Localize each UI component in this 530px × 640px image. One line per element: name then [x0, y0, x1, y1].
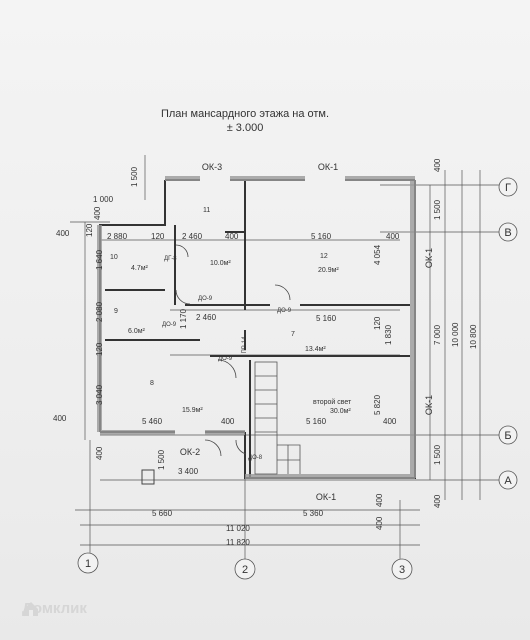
opening-ok2: ОК-2 [180, 447, 200, 457]
dim-5360: 5 360 [303, 509, 324, 518]
dim-120-c: 120 [373, 316, 382, 330]
dim-top-400: 400 [93, 206, 102, 220]
dim-400-left-lower: 400 [53, 414, 67, 423]
opening-dg8: ДГ-8 [164, 256, 177, 262]
dim-top-1000: 1 000 [93, 195, 114, 204]
dim-1830: 1 830 [384, 324, 393, 345]
axis-label-3: 3 [399, 564, 405, 576]
opening-ok1-bottom: ОК-1 [316, 492, 336, 502]
room-9-area: 6.0м² [128, 328, 146, 335]
dim-3040: 3 040 [95, 384, 104, 405]
dim-top-1500: 1 500 [130, 166, 139, 187]
dim-right-7000: 7 000 [433, 324, 442, 345]
door-swings [175, 244, 291, 457]
axis-label-b: Б [504, 430, 511, 442]
opening-do8: ДО-8 [248, 455, 263, 461]
dim-right-1500-top: 1 500 [433, 199, 442, 220]
room-9-num: 9 [114, 308, 118, 315]
opening-do9-b: ДО-9 [277, 308, 292, 314]
dim-2080: 2 080 [95, 301, 104, 322]
dim-11820: 11 820 [226, 538, 250, 547]
dim-5160-c: 5 160 [306, 417, 327, 426]
dim-400-inner-right: 400 [383, 417, 397, 426]
room-10-num: 10 [110, 254, 118, 261]
dim-5160-b: 5 160 [316, 314, 337, 323]
column-marker [141, 469, 155, 485]
room-second-light-area: 30.0м² [330, 408, 351, 415]
room-12-num: 12 [320, 253, 328, 260]
dim-2460-b: 2 460 [196, 313, 217, 322]
staircase [254, 361, 301, 475]
dim-120-d: 120 [95, 342, 104, 356]
opening-do9-d: ДО-9 [218, 356, 233, 362]
domclick-watermark: Домклик [22, 600, 87, 617]
dim-3400: 3 400 [178, 467, 199, 476]
axis-label-g: Г [505, 182, 511, 194]
dim-right-10000: 10 000 [451, 322, 460, 347]
room-8-area: 15.9м² [182, 407, 203, 414]
dim-120-a: 120 [151, 232, 165, 241]
dim-400-bottom-right: 400 [375, 493, 384, 507]
opening-do9-a: ДО-9 [198, 296, 213, 302]
opening-ok3: ОК-3 [202, 162, 222, 172]
axis-label-2: 2 [242, 564, 248, 576]
axis-bubbles [77, 177, 518, 580]
dim-400-inner: 400 [221, 417, 235, 426]
dim-5820: 5 820 [373, 394, 382, 415]
room-7-num: 7 [291, 331, 295, 338]
dim-11020: 11 020 [226, 524, 250, 533]
opening-ok1-top: ОК-1 [318, 162, 338, 172]
watermark-text: Домклик [22, 600, 87, 617]
dim-400-bottom-corner: 400 [375, 516, 384, 530]
plan-elevation: ± 3.000 [226, 122, 264, 134]
dim-5160-a: 5 160 [311, 232, 332, 241]
axis-label-v: В [504, 227, 511, 239]
opening-ok1-right-lower: ОК-1 [424, 395, 434, 415]
plan-title: План мансардного этажа на отм. [160, 108, 330, 120]
wall-hatching [97, 176, 416, 479]
dim-2460-a: 2 460 [182, 232, 203, 241]
dim-right-400-bottom: 400 [433, 494, 442, 508]
room-12-area: 20.9м² [318, 267, 339, 274]
dim-right-1500-bottom: 1 500 [433, 444, 442, 465]
dim-120-b: 120 [85, 223, 94, 237]
room-second-light-name: второй свет [313, 398, 352, 406]
dim-5460: 5 460 [142, 417, 163, 426]
axis-label-a: А [504, 475, 512, 487]
dim-right-400-top: 400 [433, 158, 442, 172]
room-8-num: 8 [150, 380, 154, 387]
dim-4054: 4 054 [373, 244, 382, 265]
dimension-lines [70, 155, 500, 560]
room-11-num: 11 [203, 207, 210, 214]
dim-1640: 1 640 [95, 249, 104, 270]
dim-400-mid: 400 [225, 232, 239, 241]
opening-ok1-right-upper: ОК-1 [424, 248, 434, 268]
opening-do9-c: ДО-9 [162, 322, 177, 328]
house-logo-icon [24, 602, 38, 616]
dim-1170: 1 170 [179, 308, 188, 329]
dim-right-10800: 10 800 [469, 324, 478, 349]
room-11-area: 10.0м² [210, 260, 231, 267]
dim-400-bottom-left: 400 [95, 446, 104, 460]
room-7-area: 13.4м² [305, 346, 326, 353]
dim-1500-bottom: 1 500 [157, 449, 166, 470]
room-10-area: 4.7м² [131, 265, 149, 272]
axis-label-1: 1 [85, 558, 91, 570]
dim-400-right: 400 [386, 232, 400, 241]
dim-400-left: 400 [56, 229, 70, 238]
dim-2880: 2 880 [107, 232, 128, 241]
dim-5660: 5 660 [152, 509, 173, 518]
opening-pr14: ПР-14 [242, 336, 248, 354]
